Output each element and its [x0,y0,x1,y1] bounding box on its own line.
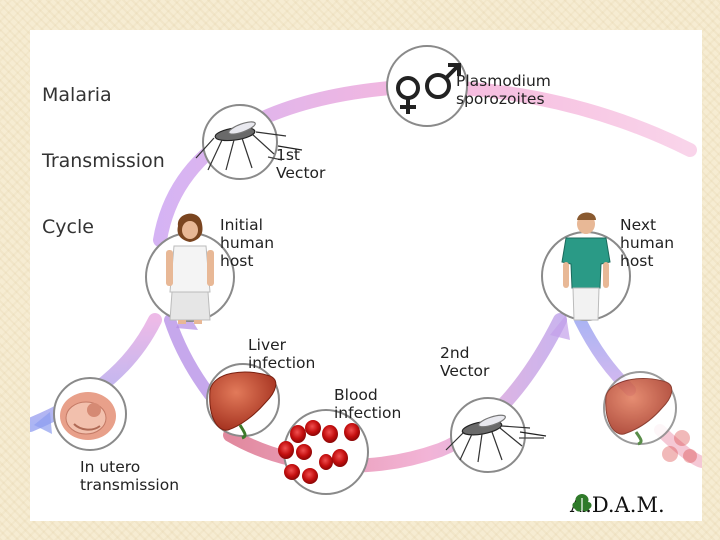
arrow-head-2 [550,315,570,340]
in-utero-circle [53,377,127,451]
next-host-circle [541,212,631,321]
initial-host-label: Initial human host [220,216,275,270]
mosquito-icon [195,121,303,171]
red-blood-cells-icon [278,420,360,484]
second-vector-circle [445,397,547,473]
liver-label: Liver infection [248,336,316,372]
blood-label: Blood infection [334,386,402,422]
title-line-2: Transmission [42,150,165,172]
mosquito-icon [445,414,547,463]
fetus-icon [60,392,116,440]
liver-circle [206,363,280,440]
malaria-cycle-diagram: Malaria Transmission Cycle Plasmodium sp… [30,30,702,521]
first-vector-circle [195,104,303,180]
liver-icon [605,378,673,435]
next-liver-circle [603,371,677,446]
male-symbol-icon [425,63,461,99]
title-line-1: Malaria [42,84,112,106]
adam-leaf-icon [572,494,592,512]
diagram-title: Malaria Transmission Cycle [42,40,165,282]
first-vector-label: 1st Vector [276,146,326,182]
arrow-head-3 [34,412,52,434]
plasmodium-label: Plasmodium sporozoites [456,72,551,108]
liver-icon [209,371,277,440]
woman-host-icon [166,213,214,324]
next-host-label: Next human host [620,216,675,270]
female-symbol-icon [396,76,420,114]
plasmodium-circle [386,45,468,127]
in-utero-label: In utero transmission [80,458,180,494]
cycle-artwork [30,45,702,495]
initial-host-circle [145,213,235,324]
path-to-liver [164,314,216,401]
faded-red-blood-cells-icon [662,430,697,463]
man-host-icon [561,212,611,321]
title-line-3: Cycle [42,216,94,238]
blood-circle [278,409,369,495]
pointer-lines [267,156,544,439]
second-vector-label: 2nd Vector [440,344,490,380]
adam-logo: A.D.A.M. [570,492,665,518]
